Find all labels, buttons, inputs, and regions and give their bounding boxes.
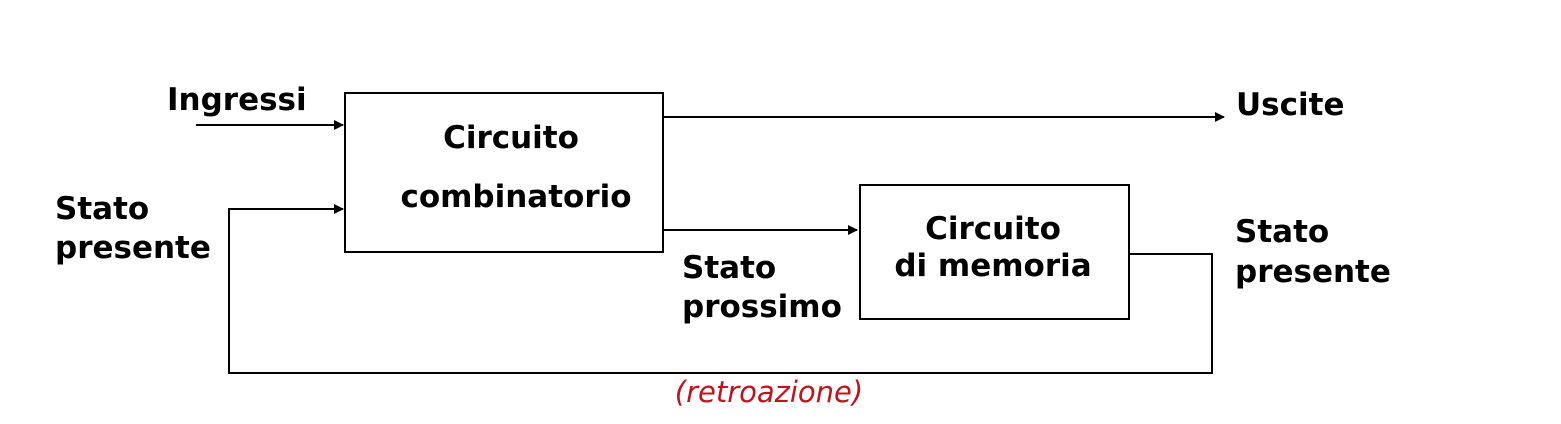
feedback-loop-line: [228, 204, 1213, 374]
memory-block-title-line2: di memoria: [894, 248, 1091, 284]
next-state-line2: prossimo: [682, 289, 842, 325]
present-state-right-line2: presente: [1235, 254, 1391, 290]
combinational-circuit-block: [344, 92, 664, 253]
combinational-block-title-line1: Circuito: [443, 120, 579, 156]
feedback-label: (retroazione): [675, 375, 863, 409]
memory-block-title-line1: Circuito: [925, 211, 1061, 247]
combinational-block-title-line2: combinatorio: [400, 179, 631, 215]
outputs-label: Uscite: [1236, 87, 1344, 123]
inputs-label: Ingressi: [167, 82, 307, 118]
next-state-line1: Stato: [682, 250, 776, 286]
present-state-right-line1: Stato: [1235, 214, 1329, 250]
present-state-left-line1: Stato: [55, 191, 149, 227]
memory-circuit-block: [859, 184, 1130, 320]
present-state-left-line2: presente: [55, 230, 211, 266]
